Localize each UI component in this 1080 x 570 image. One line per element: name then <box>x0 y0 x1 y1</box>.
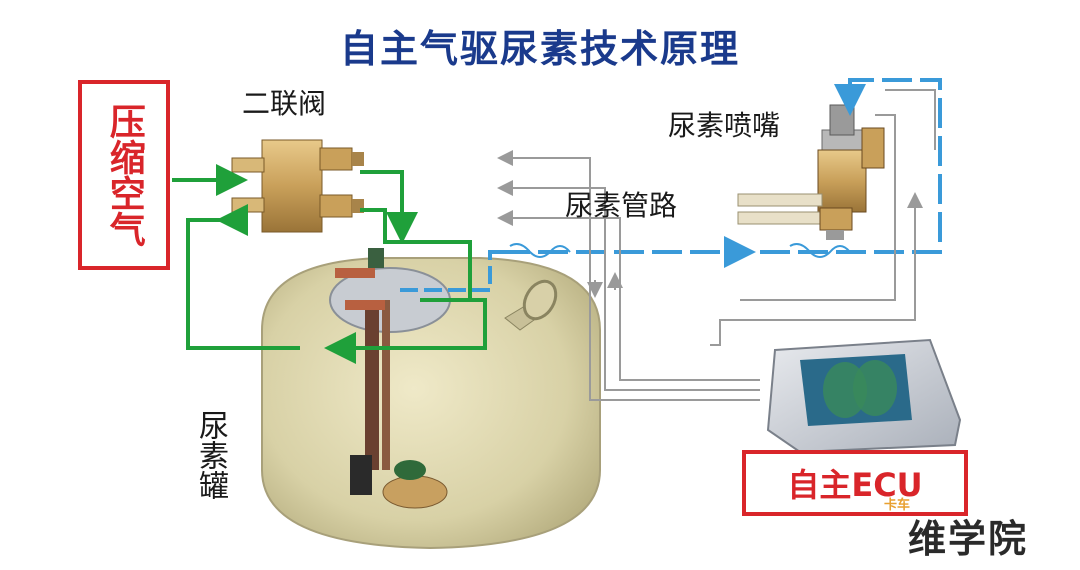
dual-valve <box>231 139 364 233</box>
ecu-box: 自主ECU <box>742 450 968 516</box>
injector-label: 尿素喷嘴 <box>668 109 781 142</box>
ecu-label: 自主ECU <box>787 466 923 504</box>
page-title: 自主气驱尿素技术原理 <box>339 27 740 71</box>
tank-label: 尿素罐 <box>193 410 228 500</box>
urea-tank <box>261 248 601 550</box>
air-line <box>172 164 487 364</box>
compressed-air-label: 压缩空气 <box>103 103 145 247</box>
compressed-air-box: 压缩空气 <box>78 80 170 270</box>
ecu-unit <box>766 338 962 454</box>
watermark-small: 卡车 <box>884 498 911 513</box>
signal-line <box>497 89 936 401</box>
pipeline-label: 尿素管路 <box>565 189 678 222</box>
watermark-brand: 维学院 <box>908 517 1029 561</box>
dual-valve-label: 二联阀 <box>242 87 327 120</box>
